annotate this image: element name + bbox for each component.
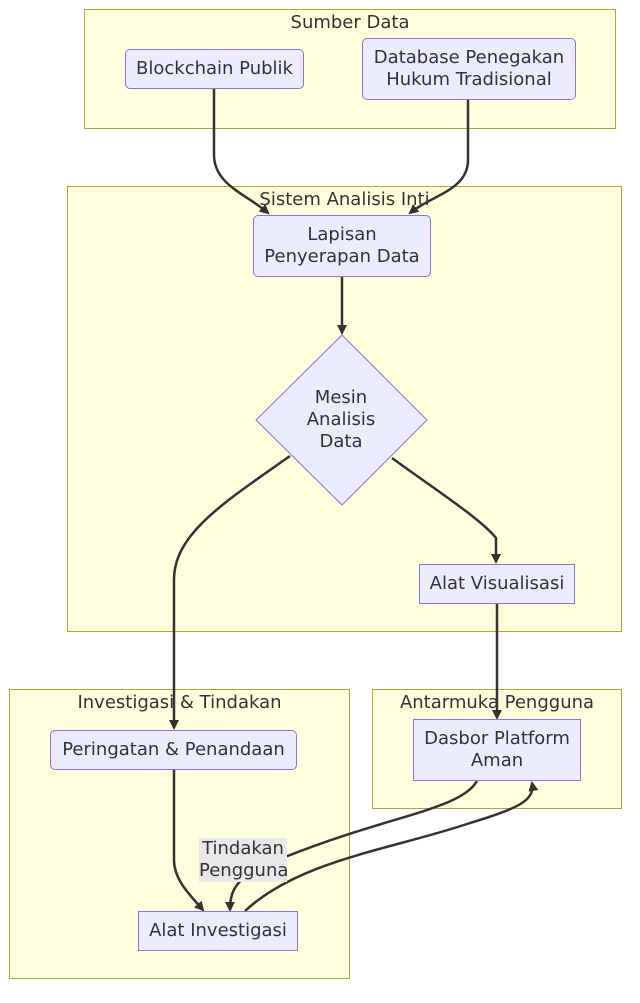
edge-mesin-to-visualisasi: [391, 456, 501, 564]
edge-database-to-lapisan: [408, 100, 470, 215]
node-alat-visualisasi: Alat Visualisasi: [419, 564, 575, 604]
edge-mesin-to-peringatan: [169, 454, 291, 730]
cluster-title-sumber-data: Sumber Data: [290, 12, 410, 33]
edge-dasbor-to-investigasi: [225, 780, 479, 912]
node-blockchain-publik: Blockchain Publik: [125, 49, 304, 89]
edge-blockchain-to-lapisan: [212, 89, 270, 215]
node-database-penegakan-hukum: Database Penegakan Hukum Tradisional: [362, 38, 576, 100]
node-dasbor-platform-aman: Dasbor Platform Aman: [413, 719, 581, 781]
cluster-title-investigasi-tindakan: Investigasi & Tindakan: [77, 692, 282, 713]
edge-peringatan-to-investigasi: [172, 770, 205, 912]
edge-investigasi-to-dasbor: [244, 781, 539, 912]
edge-label-tindakan-pengguna: Tindakan Pengguna: [199, 838, 289, 882]
node-peringatan-penandaan: Peringatan & Penandaan: [50, 730, 297, 770]
node-lapisan-penyerapan-data: Lapisan Penyerapan Data: [253, 215, 431, 277]
mesin-analisis-label: Mesin Analisis Data: [306, 387, 376, 452]
cluster-title-sistem-analisis-inti: Sistem Analisis Inti: [259, 189, 430, 210]
mesin-analisis-diamond: [255, 334, 428, 506]
node-alat-investigasi: Alat Investigasi: [138, 911, 298, 951]
